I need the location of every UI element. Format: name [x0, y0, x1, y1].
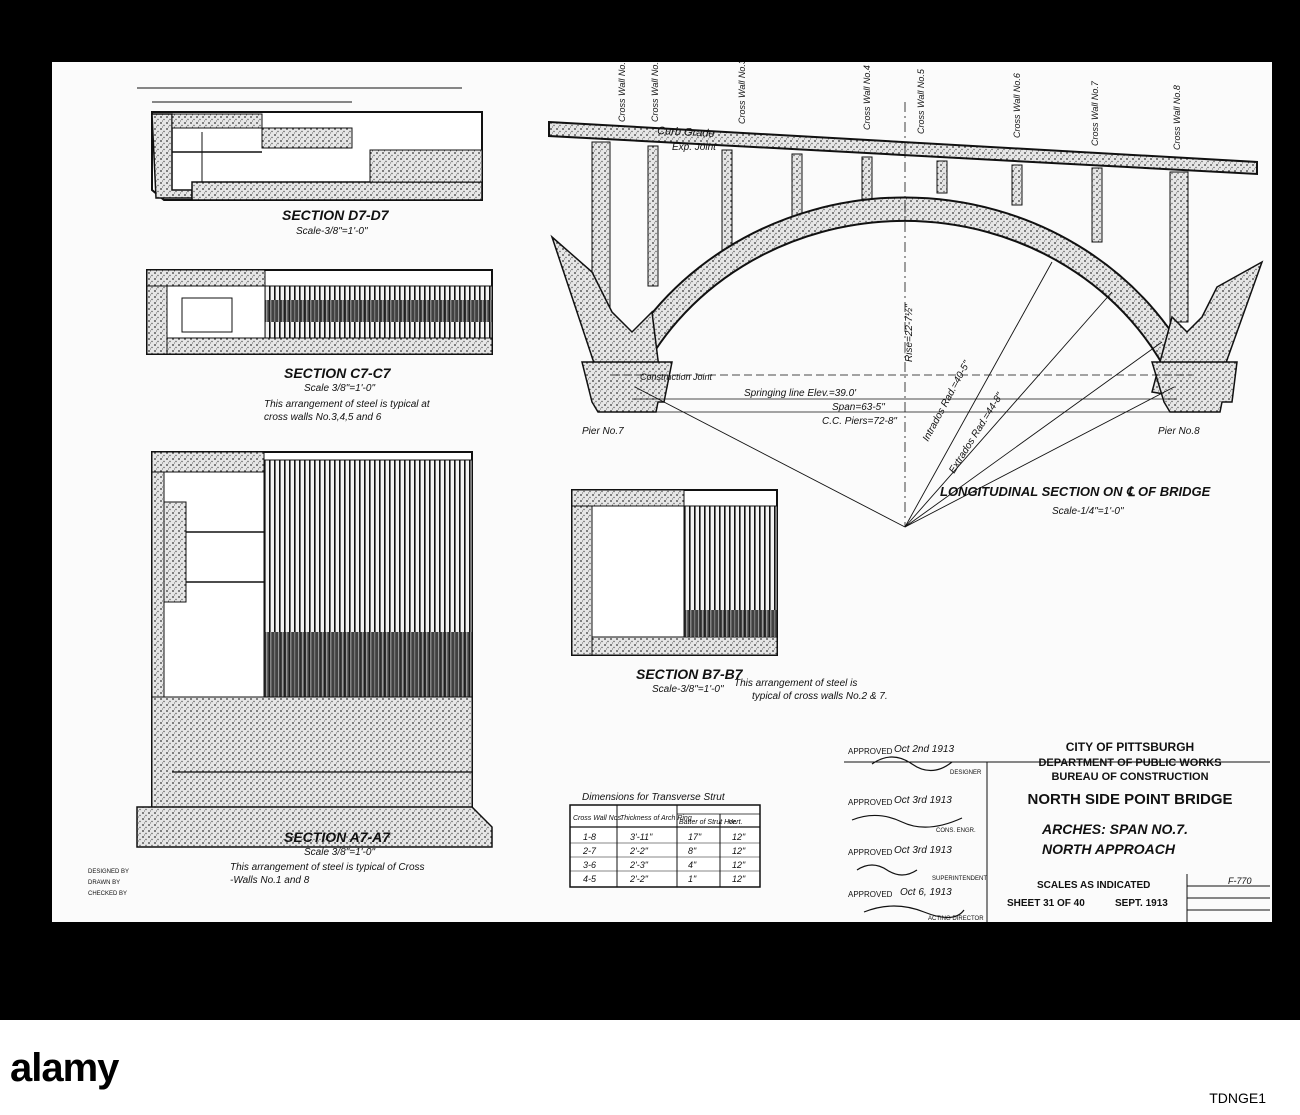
longitudinal-section: Curb Grade Springing line Elev.=39.0' Sp… [548, 62, 1264, 528]
strut-cell: 12" [732, 846, 746, 856]
sheet-number: SHEET 31 OF 40 [1007, 898, 1085, 909]
section-b-note1: This arrangement of steel is [734, 678, 857, 689]
strut-cell: 8" [688, 846, 697, 856]
cross-wall-5-label: Cross Wall No.5 [916, 68, 926, 134]
scales-note: SCALES AS INDICATED [1037, 880, 1150, 891]
section-a-note2: -Walls No.1 and 8 [230, 875, 310, 886]
cross-wall-7-label: Cross Wall No.7 [1090, 80, 1100, 146]
strut-header-1: Thickness of Arch Ring [620, 815, 692, 822]
strut-cell: 4-5 [583, 874, 597, 884]
title-block: CITY OF PITTSBURGH DEPARTMENT OF PUBLIC … [1007, 740, 1270, 922]
cross-wall-1-label: Cross Wall No.1 [617, 62, 627, 122]
cross-wall-4-label: Cross Wall No.4 [862, 65, 872, 130]
section-a-title: SECTION A7-A7 [284, 829, 391, 845]
strut-cell: 2-7 [582, 846, 597, 856]
approved-2-role: SUPERINTENDENT [932, 876, 987, 882]
drawing-canvas: SECTION D7-D7 Scale-3/8"=1'-0" SECTION C… [88, 62, 1270, 922]
credit-checked: CHECKED BY [88, 891, 127, 897]
approved-0-role: DESIGNER [950, 770, 982, 776]
approved-1-role: CONS. ENGR. [936, 828, 976, 834]
subject-line-2: NORTH APPROACH [1042, 841, 1176, 857]
strut-cell: 12" [732, 860, 746, 870]
strut-cell: 2'-3" [629, 860, 649, 870]
cross-wall-3-label: Cross Wall No.3 [737, 62, 747, 124]
rise-label: Rise=22-7½" [904, 304, 915, 362]
section-c-note2: cross walls No.3,4,5 and 6 [264, 412, 382, 423]
pier8-label: Pier No.8 [1158, 426, 1200, 437]
cross-wall-8-label: Cross Wall No.8 [1172, 85, 1182, 150]
drawing-number: F-770 [1228, 876, 1252, 886]
section-c-title: SECTION C7-C7 [284, 365, 392, 381]
approved-3-label: APPROVED [848, 890, 893, 899]
project-name: NORTH SIDE POINT BRIDGE [1027, 791, 1232, 808]
section-c7-c7: SECTION C7-C7 Scale 3/8"=1'-0" This arra… [146, 269, 493, 423]
section-b-title: SECTION B7-B7 [636, 666, 744, 682]
strut-header-0: Cross Wall Nos. [573, 815, 623, 822]
strut-cell: 1-8 [583, 832, 596, 842]
span-label: Span=63-5" [832, 402, 885, 413]
dept-name: DEPARTMENT OF PUBLIC WORKS [1038, 757, 1221, 769]
blueprint-sheet: SECTION D7-D7 Scale-3/8"=1'-0" SECTION C… [52, 62, 1272, 922]
strut-header-3: Vert. [728, 819, 743, 826]
credits: DESIGNED BY DRAWN BY CHECKED BY [88, 869, 129, 897]
section-c-note1: This arrangement of steel is typical at [264, 399, 431, 410]
springing-label: Springing line Elev.=39.0' [744, 388, 857, 399]
watermark-strip [0, 1020, 1300, 1115]
strut-header-2: Batter of Strut Hor. [679, 819, 737, 826]
curb-grade-label: Curb Grade [657, 125, 715, 140]
cross-wall-2-label: Cross Wall No.2 [650, 62, 660, 122]
org-name: CITY OF PITTSBURGH [1066, 740, 1194, 754]
strut-table: Dimensions for Transverse Strut Cross Wa… [569, 792, 761, 888]
longitudinal-scale: Scale-1/4"=1'-0" [1052, 506, 1124, 517]
approved-2-label: APPROVED [848, 848, 893, 857]
cross-wall-6-label: Cross Wall No.6 [1012, 73, 1022, 138]
extrados-label: Extrados Rad.=44-8" [947, 391, 1006, 476]
approved-0-date: Oct 2nd 1913 [894, 744, 954, 755]
pier7-label: Pier No.7 [582, 426, 624, 437]
cc-piers-label: C.C. Piers=72-8" [822, 416, 897, 427]
strut-cell: 2'-2" [629, 874, 649, 884]
approved-2-date: Oct 3rd 1913 [894, 845, 952, 856]
section-a-note1: This arrangement of steel is typical of … [230, 862, 425, 873]
section-b-note2: typical of cross walls No.2 & 7. [752, 691, 888, 702]
intrados-label: Intrados Rad.=40-5" [921, 359, 973, 444]
exp-joint-label: Exp. Joint [672, 142, 717, 153]
approvals: APPROVED Oct 2nd 1913 DESIGNER APPROVED … [844, 744, 1270, 922]
section-d-title: SECTION D7-D7 [282, 207, 390, 223]
construction-joint-label: Construction Joint [640, 372, 713, 382]
strut-cell: 3-6 [583, 860, 596, 870]
stock-logo: alamy [10, 1046, 119, 1090]
approved-1-date: Oct 3rd 1913 [894, 795, 952, 806]
subject-line-1: ARCHES: SPAN NO.7. [1041, 821, 1188, 837]
strut-cell: 12" [732, 832, 746, 842]
strut-cell: 2'-2" [629, 846, 649, 856]
strut-cell: 17" [688, 832, 702, 842]
stock-image-code: TDNGE1 [1209, 1090, 1266, 1106]
strut-rows: 1-8 3'-11" 17" 12" 2-7 2'-2" 8" 12" 3-6 2'-3" 4" 12… [570, 832, 760, 884]
strut-cell: 4" [688, 860, 697, 870]
strut-cell: 12" [732, 874, 746, 884]
section-b7-b7: SECTION B7-B7 Scale-3/8"=1'-0" This arra… [571, 489, 888, 702]
sheet-date: SEPT. 1913 [1115, 898, 1168, 909]
bureau-name: BUREAU OF CONSTRUCTION [1051, 771, 1208, 783]
credit-drawn: DRAWN BY [88, 880, 120, 886]
longitudinal-title: LONGITUDINAL SECTION ON ℄ OF BRIDGE [940, 484, 1211, 499]
section-b-scale: Scale-3/8"=1'-0" [652, 684, 724, 695]
credit-designed: DESIGNED BY [88, 869, 129, 875]
strut-cell: 3'-11" [630, 832, 653, 842]
strut-table-title: Dimensions for Transverse Strut [582, 792, 726, 803]
section-a7-a7: SECTION A7-A7 Scale 3/8"=1'-0" This arra… [136, 451, 493, 886]
section-d-scale: Scale-3/8"=1'-0" [296, 226, 368, 237]
section-c-scale: Scale 3/8"=1'-0" [304, 383, 375, 394]
section-a-scale: Scale 3/8"=1'-0" [304, 847, 375, 858]
approved-0-label: APPROVED [848, 747, 893, 756]
section-d7-d7: SECTION D7-D7 Scale-3/8"=1'-0" [137, 87, 483, 237]
approved-3-role: ACTING DIRECTOR [928, 916, 984, 922]
approved-1-label: APPROVED [848, 798, 893, 807]
strut-cell: 1" [688, 874, 697, 884]
approved-3-date: Oct 6, 1913 [900, 887, 952, 898]
